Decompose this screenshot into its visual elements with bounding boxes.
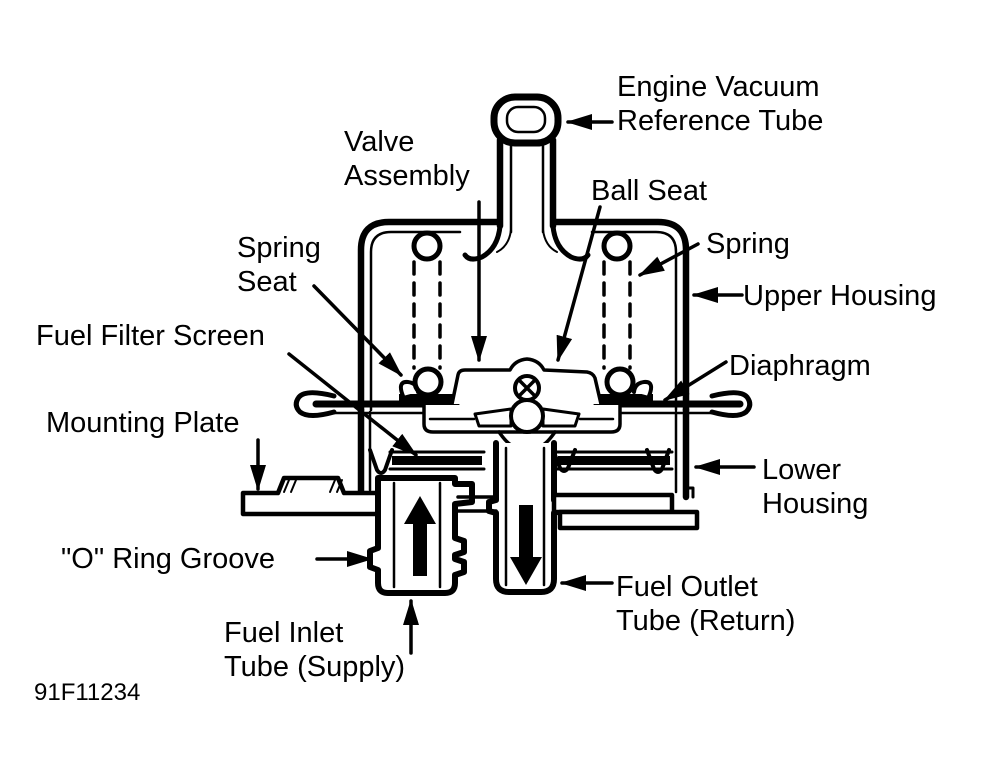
label-upper-housing: Upper Housing xyxy=(743,280,937,312)
label-spring: Spring xyxy=(706,228,790,260)
inlet-outlet-junction-drawing xyxy=(456,495,498,513)
label-valve-assembly: Valve Assembly xyxy=(344,125,470,193)
fuel-filter-screen-arrow xyxy=(287,352,418,457)
spring-seat-left-drawing xyxy=(398,366,457,407)
leader-arrows xyxy=(250,114,756,655)
spring-left-drawing xyxy=(411,230,443,370)
label-spring-seat: Spring Seat xyxy=(237,231,321,299)
spring-right-drawing xyxy=(601,230,633,370)
ball-seat-drawing xyxy=(513,374,541,402)
fuel-flow-up-arrow xyxy=(404,496,436,576)
label-mounting-plate: Mounting Plate xyxy=(46,407,240,439)
diaphragm-arrow xyxy=(663,360,728,402)
label-ball-seat: Ball Seat xyxy=(591,175,708,207)
label-line: Engine Vacuum xyxy=(617,71,820,103)
valve-ball-drawing xyxy=(509,398,545,434)
label-fuel-inlet-tube: Fuel Inlet Tube (Supply) xyxy=(224,616,405,684)
label-fuel-outlet-tube: Fuel Outlet Tube (Return) xyxy=(616,570,795,638)
mounting-plate-drawing xyxy=(240,475,381,517)
label-diaphragm: Diaphragm xyxy=(729,350,871,382)
label-o-ring-groove: "O" Ring Groove xyxy=(61,543,276,575)
label-line: Fuel Inlet xyxy=(224,617,344,649)
label-line: Assembly xyxy=(344,160,470,192)
label-line: Tube (Return) xyxy=(616,605,796,637)
lower-housing-ledge-drawing xyxy=(551,492,700,531)
fuel-flow-down-arrow xyxy=(510,505,542,585)
label-line: Reference Tube xyxy=(617,105,824,137)
spring-arrow xyxy=(638,242,700,277)
fuel-outlet-tube-drawing xyxy=(486,440,564,595)
label-line: Fuel Outlet xyxy=(616,571,758,603)
label-line: Tube (Supply) xyxy=(224,651,406,683)
label-line: Seat xyxy=(237,266,297,298)
fuel-inlet-tube-drawing xyxy=(367,475,475,596)
spring-seat-right-drawing xyxy=(595,366,654,407)
label-line: Lower xyxy=(762,454,841,486)
spring-seat-arrow xyxy=(312,284,403,377)
label-engine-vacuum-reference-tube: Engine Vacuum Reference Tube xyxy=(617,70,823,138)
label-lower-housing: Lower Housing xyxy=(762,453,868,521)
valve-assembly-drawing xyxy=(422,357,622,447)
lower-housing-drawing xyxy=(357,406,695,501)
label-line: Valve xyxy=(344,126,415,158)
label-line: Spring xyxy=(237,232,321,264)
ball-seat-arrow xyxy=(556,205,602,362)
label-fuel-filter-screen: Fuel Filter Screen xyxy=(36,320,265,352)
figure-code: 91F11234 xyxy=(34,679,141,706)
label-line: Housing xyxy=(762,488,869,520)
